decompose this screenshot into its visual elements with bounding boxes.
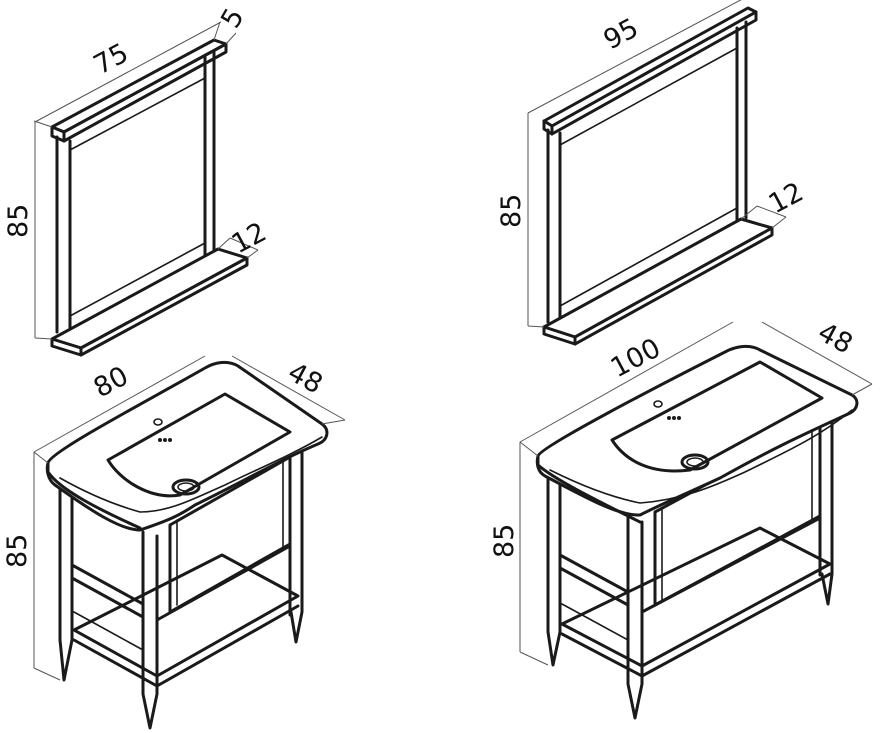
right-mirror-height-label: 85 <box>496 194 527 228</box>
left-mirror-width-label: 75 <box>89 38 134 82</box>
right-vanity <box>535 344 859 720</box>
right-mirror-shelf-label: 12 <box>764 177 809 221</box>
dimension-lines <box>33 0 873 681</box>
left-mirror-height-label: 85 <box>3 204 34 238</box>
left-vanity <box>45 360 329 730</box>
right-vanity-height-label: 85 <box>489 524 520 558</box>
right-vanity-depth-label: 48 <box>813 317 858 361</box>
right-mirror <box>542 6 774 346</box>
left-vanity-depth-label: 48 <box>283 357 328 401</box>
left-vanity-height-label: 85 <box>2 534 33 568</box>
left-mirror <box>50 38 249 357</box>
left-vanity-width-label: 80 <box>89 361 134 405</box>
right-mirror-width-label: 95 <box>599 13 644 57</box>
left-mirror-depth-label: 5 <box>215 3 250 33</box>
